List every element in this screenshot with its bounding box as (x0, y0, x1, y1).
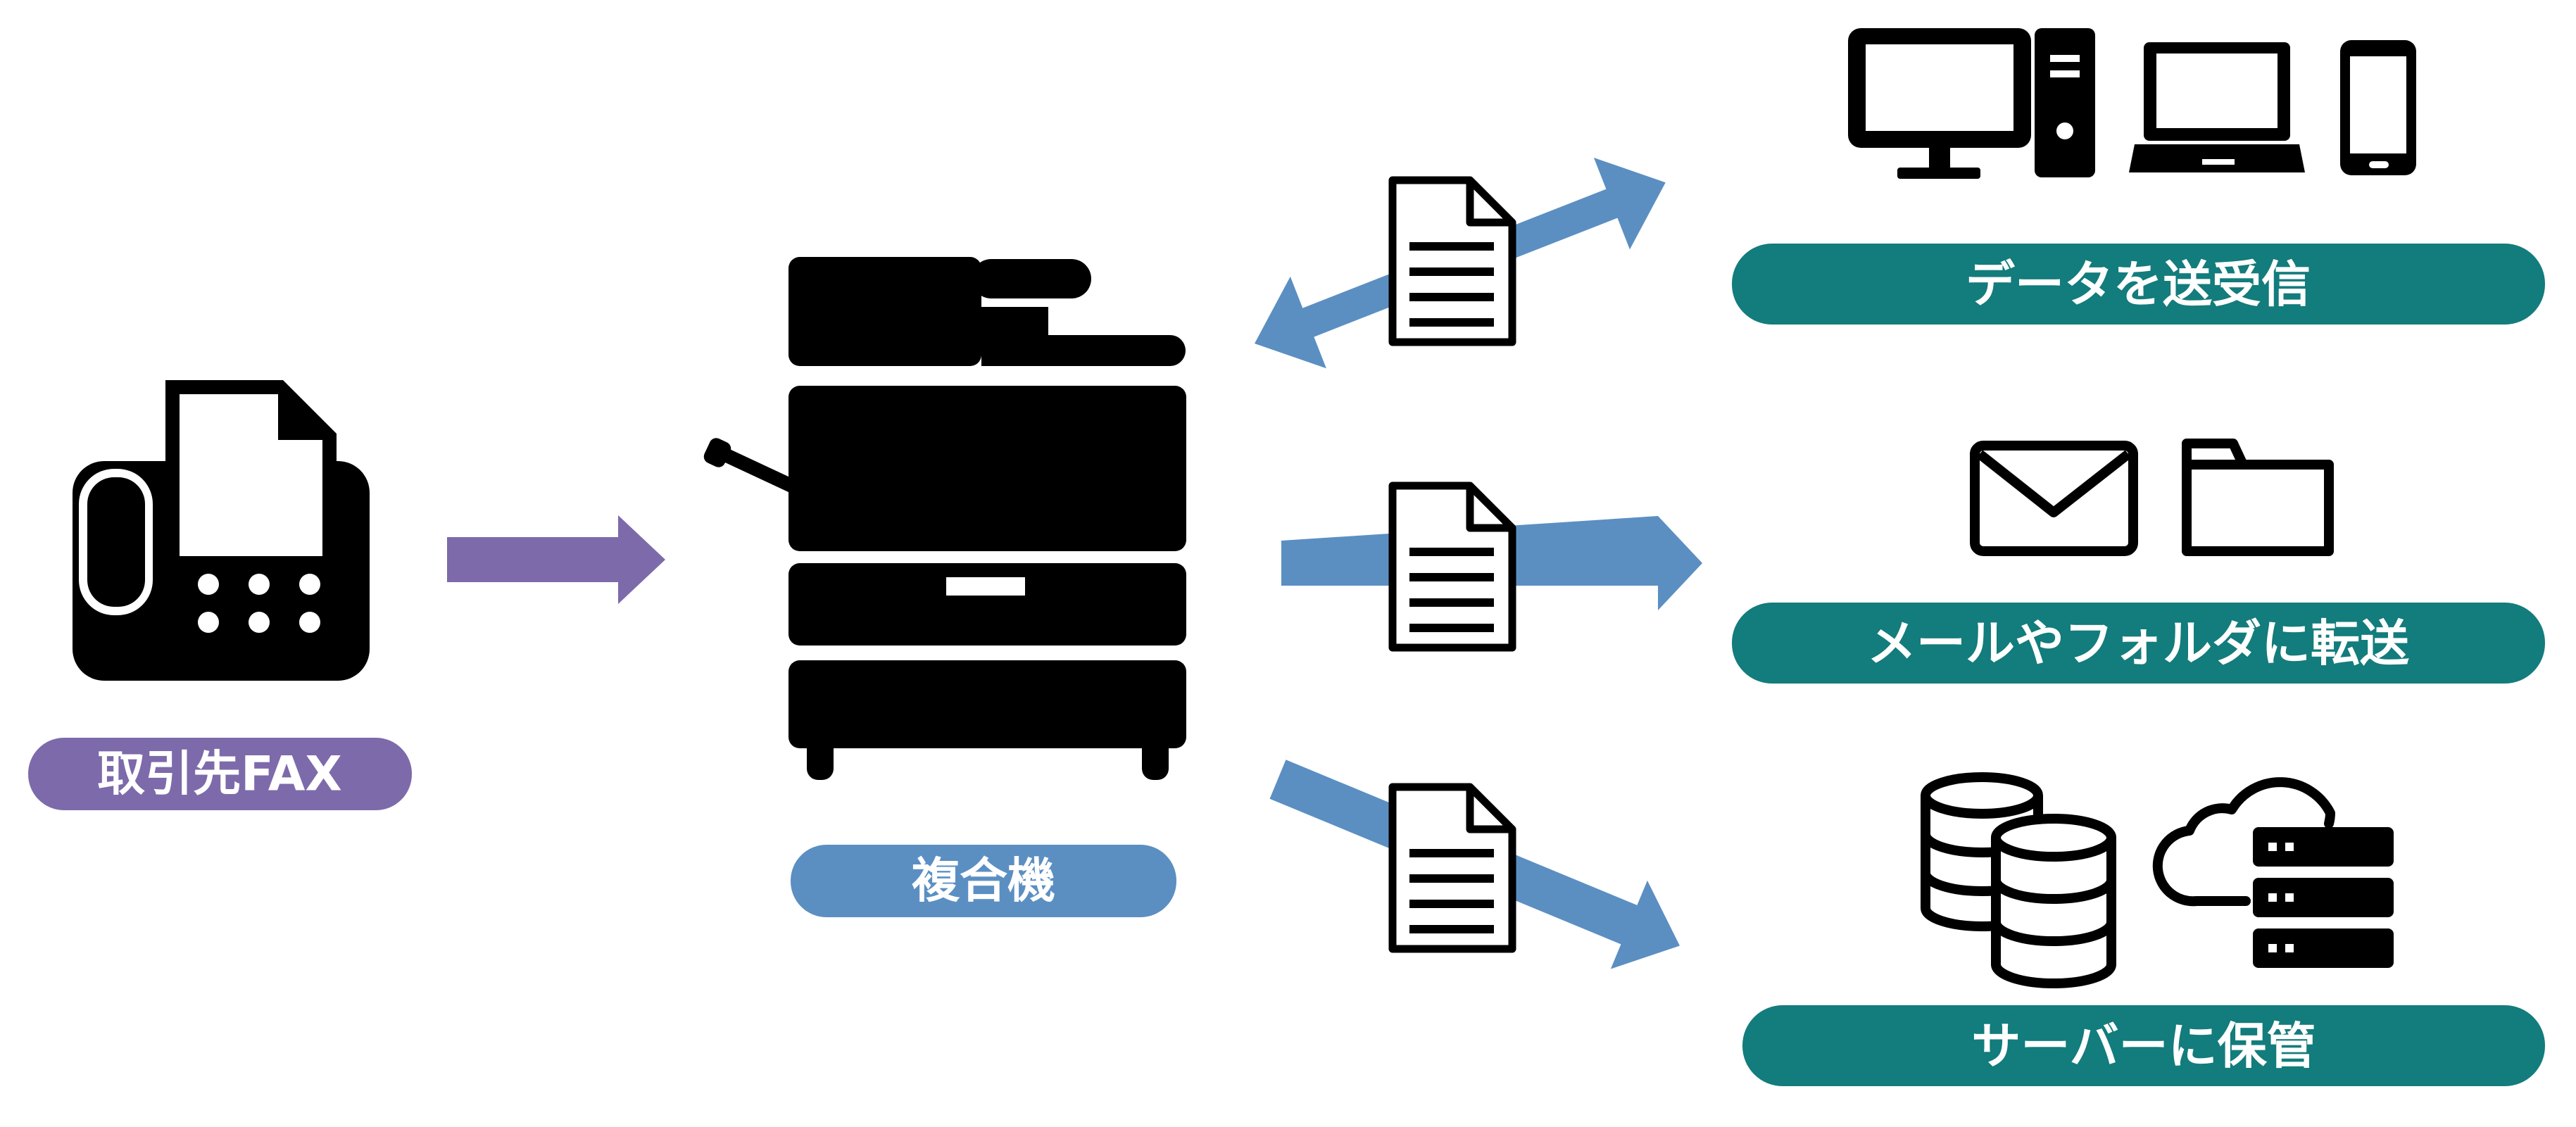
smartphone-icon (2340, 40, 2416, 175)
fax-machine-icon (73, 380, 370, 681)
document-icon (1393, 180, 1512, 342)
fax-label-pill: 取引先FAX (28, 738, 412, 810)
paper-tray-slot (946, 577, 1025, 596)
output-label-pill-3: サーバーに保管 (1742, 1005, 2545, 1086)
folder-icon (2182, 439, 2334, 556)
document-icon (1393, 787, 1512, 949)
output-label-2: メールやフォルダに転送 (1867, 615, 2409, 672)
mfp-label: 複合機 (912, 854, 1055, 909)
mfp-label-pill: 複合機 (791, 845, 1176, 917)
output-label-1: データを送受信 (1966, 256, 2311, 313)
laptop-icon (2129, 42, 2305, 172)
mail-envelope-icon (1970, 441, 2138, 556)
database-icon (1921, 772, 2116, 988)
fax-to-mfp-arrow (447, 515, 665, 604)
pc-tower-icon (2035, 28, 2095, 177)
cloud-server-icon (2152, 777, 2394, 968)
output-label-3: サーバーに保管 (1971, 1017, 2316, 1075)
desktop-monitor-icon (1848, 28, 2031, 179)
output-label-pill-2: メールやフォルダに転送 (1732, 603, 2545, 684)
document-icon (1393, 486, 1512, 648)
output-label-pill-1: データを送受信 (1732, 244, 2545, 325)
fax-label: 取引先FAX (97, 747, 342, 802)
multifunction-printer-icon (703, 257, 1186, 780)
